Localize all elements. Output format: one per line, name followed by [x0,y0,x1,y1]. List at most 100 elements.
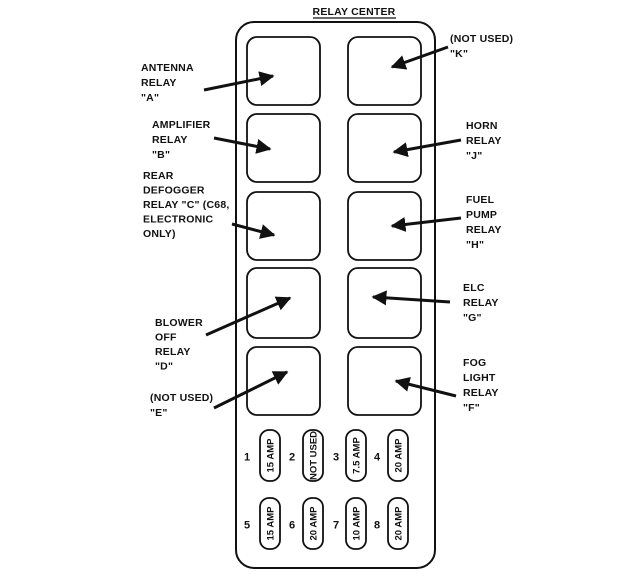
relay-slot-b [246,113,321,183]
fuse-number: 8 [374,520,380,532]
relay-label-line: "K" [450,48,468,60]
fuse-6: 6 20 AMP [289,497,324,550]
relay-label-line: (NOT USED) [450,33,513,45]
relay-label-line: RELAY [466,135,502,147]
fuse-rating: 20 AMP [394,506,405,541]
relay-label-k: (NOT USED) "K" [450,33,513,60]
fuse-8: 8 20 AMP [374,497,409,550]
arrow-g [371,290,451,306]
relay-label-line: FOG [463,357,486,369]
fuse-number: 7 [333,520,339,532]
relay-label-line: "E" [150,407,168,419]
fuse-rating: 15 AMP [266,438,277,473]
fuse-2: 2 NOT USED [289,429,324,482]
fuse-rating: 15 AMP [266,506,277,541]
relay-label-line: AMPLIFIER [152,119,211,131]
fuse-5: 5 15 AMP [244,497,281,550]
relay-slot-e [246,346,321,416]
relay-label-line: "J" [466,150,482,162]
fuse-body [259,429,281,482]
relay-slot-d [246,267,321,339]
relay-label-line: RELAY [466,224,502,236]
arrow-k [390,45,449,70]
fuse-block: 1 15 AMP 2 NOT USED 3 7.5 AMP 4 20 AMP 5 15 AMP 6 2… [244,429,409,550]
relay-labels: ANTENNA RELAY "A" (NOT USED) "K" AMPLIFIER REL… [141,33,513,419]
relay-label-line: RELAY [155,346,191,358]
fuse-body [345,497,367,550]
callout-arrows [203,45,462,410]
relay-label-line: ONLY) [143,228,176,240]
relay-label-line: OFF [155,332,177,344]
relay-label-line: RELAY [141,77,177,89]
relay-label-line: "H" [466,239,484,251]
arrow-j [392,138,462,158]
fuse-body [345,429,367,482]
relay-label-line: "F" [463,402,480,414]
fuse-3: 3 7.5 AMP [333,429,367,482]
relay-label-line: RELAY "C" (C68, [143,199,229,211]
fuse-number: 2 [289,452,295,464]
relay-label-line: HORN [466,120,498,132]
relay-label-line: (NOT USED) [150,392,213,404]
fuse-4: 4 20 AMP [374,429,409,482]
fuse-body [302,429,324,482]
relay-label-line: BLOWER [155,317,203,329]
fuse-number: 1 [244,452,250,464]
fuse-rating: 20 AMP [309,506,320,541]
relay-label-line: "A" [141,92,159,104]
fuse-rating: NOT USED [309,431,320,480]
arrow-c [231,222,276,239]
relay-label-line: DEFOGGER [143,185,205,197]
fuse-1: 1 15 AMP [244,429,281,482]
relay-label-line: "B" [152,149,170,161]
arrow-b [213,136,272,154]
fuse-body [387,497,409,550]
fuse-rating: 20 AMP [394,438,405,473]
relay-label-a: ANTENNA RELAY "A" [141,62,194,104]
arrow-h [390,216,462,232]
fuse-body [259,497,281,550]
relay-center-outline [235,21,436,569]
relay-label-line: PUMP [466,209,497,221]
relay-slot-g [347,267,422,339]
relay-label-g: ELC RELAY "G" [463,282,499,324]
relay-label-line: FUEL [466,194,495,206]
relay-label-line: LIGHT [463,372,496,384]
relay-label-d: BLOWER OFF RELAY "D" [155,317,203,373]
relay-label-e: (NOT USED) "E" [150,392,213,419]
relay-label-b: AMPLIFIER RELAY "B" [152,119,211,161]
relay-label-c: REAR DEFOGGER RELAY "C" (C68, ELECTRONIC ONL… [143,170,229,240]
relay-slot-c [246,191,321,261]
relay-slot-f [347,346,422,416]
relay-slot-k [347,36,422,106]
fuse-body [387,429,409,482]
relay-label-line: RELAY [463,297,499,309]
fuse-number: 6 [289,520,295,532]
fuse-number: 3 [333,452,339,464]
arrow-d [205,296,292,337]
relay-slot-a [246,36,321,106]
diagram-title: RELAY CENTER [313,6,396,18]
relay-label-line: ANTENNA [141,62,194,74]
arrow-a [203,71,275,92]
relay-label-line: ELECTRONIC [143,214,213,226]
relay-label-h: FUEL PUMP RELAY "H" [466,194,502,251]
fuse-7: 7 10 AMP [333,497,367,550]
relay-label-line: "G" [463,312,482,324]
relay-label-j: HORN RELAY "J" [466,120,502,162]
fuse-number: 5 [244,520,250,532]
arrow-f [394,376,457,398]
fuse-number: 4 [374,452,381,464]
relay-label-line: ELC [463,282,485,294]
relay-slot-h [347,191,422,261]
relay-label-line: REAR [143,170,174,182]
relay-label-line: RELAY [463,387,499,399]
relay-label-f: FOG LIGHT RELAY "F" [463,357,499,414]
fuse-rating: 7.5 AMP [352,437,363,474]
relay-label-line: "D" [155,361,173,373]
fuse-body [302,497,324,550]
arrow-e [213,370,289,410]
relay-label-line: RELAY [152,134,188,146]
fuse-rating: 10 AMP [352,506,363,541]
